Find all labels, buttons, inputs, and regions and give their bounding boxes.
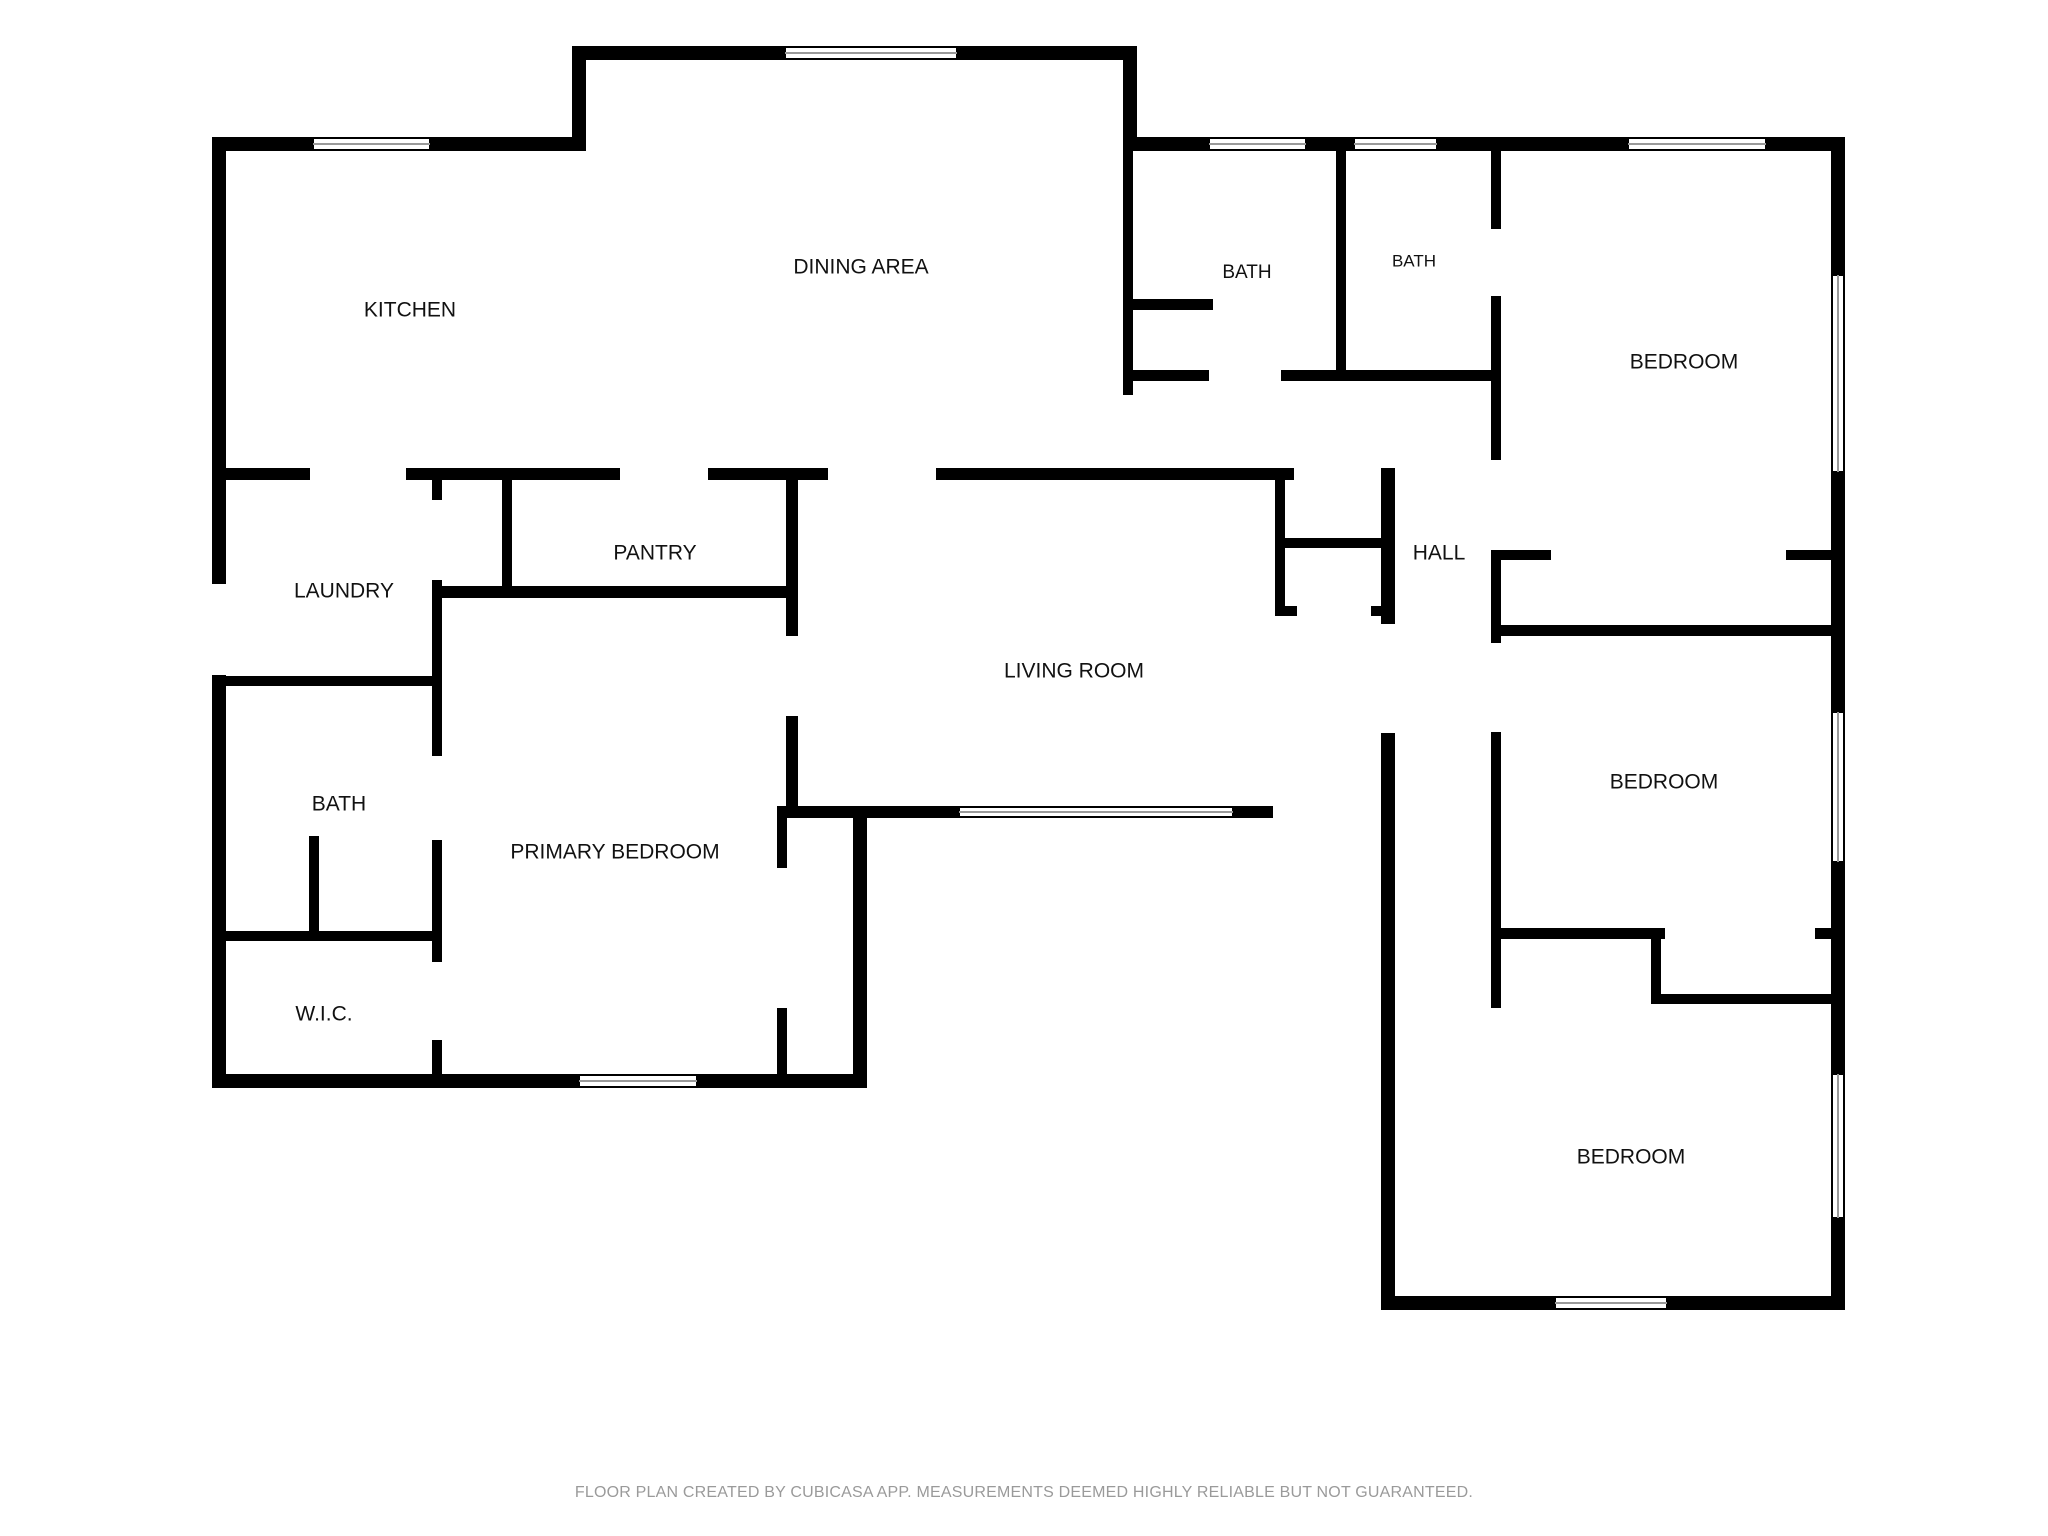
room-labels: KITCHEN DINING AREA BATH BATH BEDROOM PA… — [294, 251, 1738, 1168]
window-bedroom-se-south — [1554, 1296, 1668, 1310]
window-dining-top — [784, 46, 958, 60]
window-bedroom-ne-east — [1831, 274, 1845, 473]
interior-walls — [212, 137, 1845, 1088]
window-bath-1-top — [1208, 137, 1307, 151]
room-label-bath-west: BATH — [312, 793, 366, 816]
room-label-wic: W.I.C. — [295, 1003, 352, 1026]
room-label-dining-area: DINING AREA — [793, 256, 928, 279]
window-bath-2-top — [1353, 137, 1438, 151]
room-label-pantry: PANTRY — [613, 542, 696, 565]
window-bedroom-ne-top — [1627, 137, 1767, 151]
window-bedroom-se-east — [1831, 1073, 1845, 1219]
room-label-bedroom-se: BEDROOM — [1577, 1146, 1686, 1169]
window-primary-south — [578, 1074, 698, 1088]
room-label-bedroom-ne: BEDROOM — [1630, 351, 1739, 374]
window-living-south — [958, 806, 1234, 818]
window-bedroom-e-east — [1831, 711, 1845, 863]
windows — [312, 46, 1845, 1310]
room-label-laundry: LAUNDRY — [294, 580, 394, 603]
room-label-hall: HALL — [1413, 542, 1466, 565]
window-kitchen-top — [312, 137, 431, 151]
room-label-bath-top-2: BATH — [1392, 251, 1436, 270]
room-label-bath-top-1: BATH — [1222, 262, 1271, 283]
floor-plan-disclaimer: FLOOR PLAN CREATED BY CUBICASA APP. MEAS… — [574, 1484, 1474, 1501]
room-label-kitchen: KITCHEN — [364, 299, 456, 322]
room-label-primary-bedroom: PRIMARY BEDROOM — [510, 841, 719, 864]
room-label-bedroom-e: BEDROOM — [1610, 771, 1719, 794]
room-label-living-room: LIVING ROOM — [1004, 660, 1144, 683]
